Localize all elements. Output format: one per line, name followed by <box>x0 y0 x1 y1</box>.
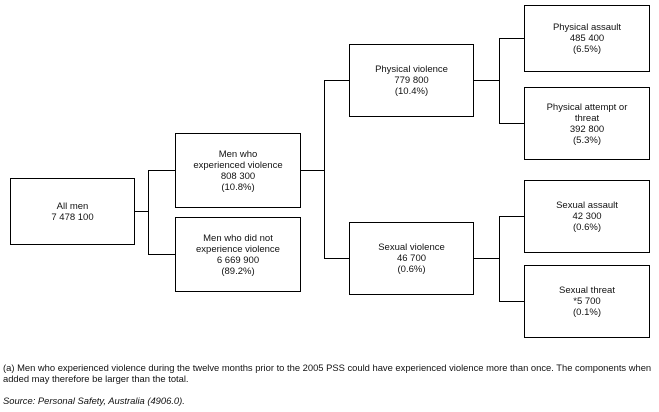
connector-physical-stub <box>474 80 499 81</box>
node-value: 392 800 <box>569 123 605 135</box>
node-value: 7 478 100 <box>51 211 94 223</box>
connector-to-no-violence <box>148 254 175 255</box>
node-percent: (0.1%) <box>573 307 601 318</box>
connector-sexual-stub <box>474 258 499 259</box>
connector-to-physical-assault <box>499 38 524 39</box>
node-label: All men <box>56 200 89 212</box>
connector-to-physical-attempt <box>499 123 524 124</box>
connector-to-experienced <box>148 170 175 171</box>
source-text: Source: Personal Safety, Australia (4906… <box>3 395 185 406</box>
node-experienced-violence: Men who experienced violence 808 300 (10… <box>175 133 301 208</box>
node-value: 485 400 <box>569 33 605 44</box>
node-percent: (0.6%) <box>573 222 601 233</box>
connector-experienced-split <box>324 80 325 259</box>
node-percent: (0.6%) <box>397 264 426 275</box>
node-label: Physical attempt or <box>546 101 628 113</box>
connector-allmen-stub <box>135 211 149 212</box>
node-no-violence: Men who did not experience violence 6 66… <box>175 217 301 292</box>
node-sexual-threat: Sexual threat *5 700 (0.1%) <box>524 265 650 338</box>
node-physical-violence: Physical violence 779 800 (10.4%) <box>349 44 474 117</box>
node-value: 808 300 <box>220 170 256 182</box>
node-label: Sexual violence <box>378 242 445 253</box>
node-label: threat <box>574 112 600 124</box>
node-label: Sexual assault <box>556 200 618 211</box>
node-value: 46 700 <box>396 253 427 264</box>
node-physical-attempt-threat: Physical attempt or threat 392 800 (5.3%… <box>524 87 650 160</box>
node-percent: (10.8%) <box>221 181 255 193</box>
node-label: Sexual threat <box>559 285 615 296</box>
node-label: experience violence <box>196 243 280 255</box>
node-percent: (89.2%) <box>221 265 255 277</box>
node-value: 6 669 900 <box>216 254 260 266</box>
node-label: Physical assault <box>552 22 622 33</box>
node-percent: (5.3%) <box>573 134 601 146</box>
connector-to-sexual-threat <box>499 301 524 302</box>
connector-to-physical-violence <box>324 80 349 81</box>
node-label: Physical violence <box>375 64 448 75</box>
node-value: 42 300 <box>572 211 602 222</box>
connector-experienced-stub <box>301 170 324 171</box>
node-sexual-assault: Sexual assault 42 300 (0.6%) <box>524 180 650 253</box>
node-percent: (6.5%) <box>573 44 601 55</box>
node-label: experienced violence <box>193 159 283 171</box>
footnote-text: (a) Men who experienced violence during … <box>3 362 652 384</box>
node-label: Men who did not <box>203 232 273 244</box>
connector-to-sexual-assault <box>499 216 524 217</box>
node-physical-assault: Physical assault 485 400 (6.5%) <box>524 5 650 72</box>
connector-physical-split <box>499 38 500 124</box>
node-label: Men who <box>218 148 258 160</box>
connector-allmen-split <box>148 170 149 255</box>
connector-sexual-split <box>499 216 500 302</box>
node-value: 779 800 <box>394 75 429 86</box>
connector-to-sexual-violence <box>324 258 349 259</box>
node-percent: (10.4%) <box>394 86 429 97</box>
node-value: *5 700 <box>573 296 601 307</box>
node-sexual-violence: Sexual violence 46 700 (0.6%) <box>349 222 474 295</box>
node-all-men: All men 7 478 100 <box>10 178 135 245</box>
